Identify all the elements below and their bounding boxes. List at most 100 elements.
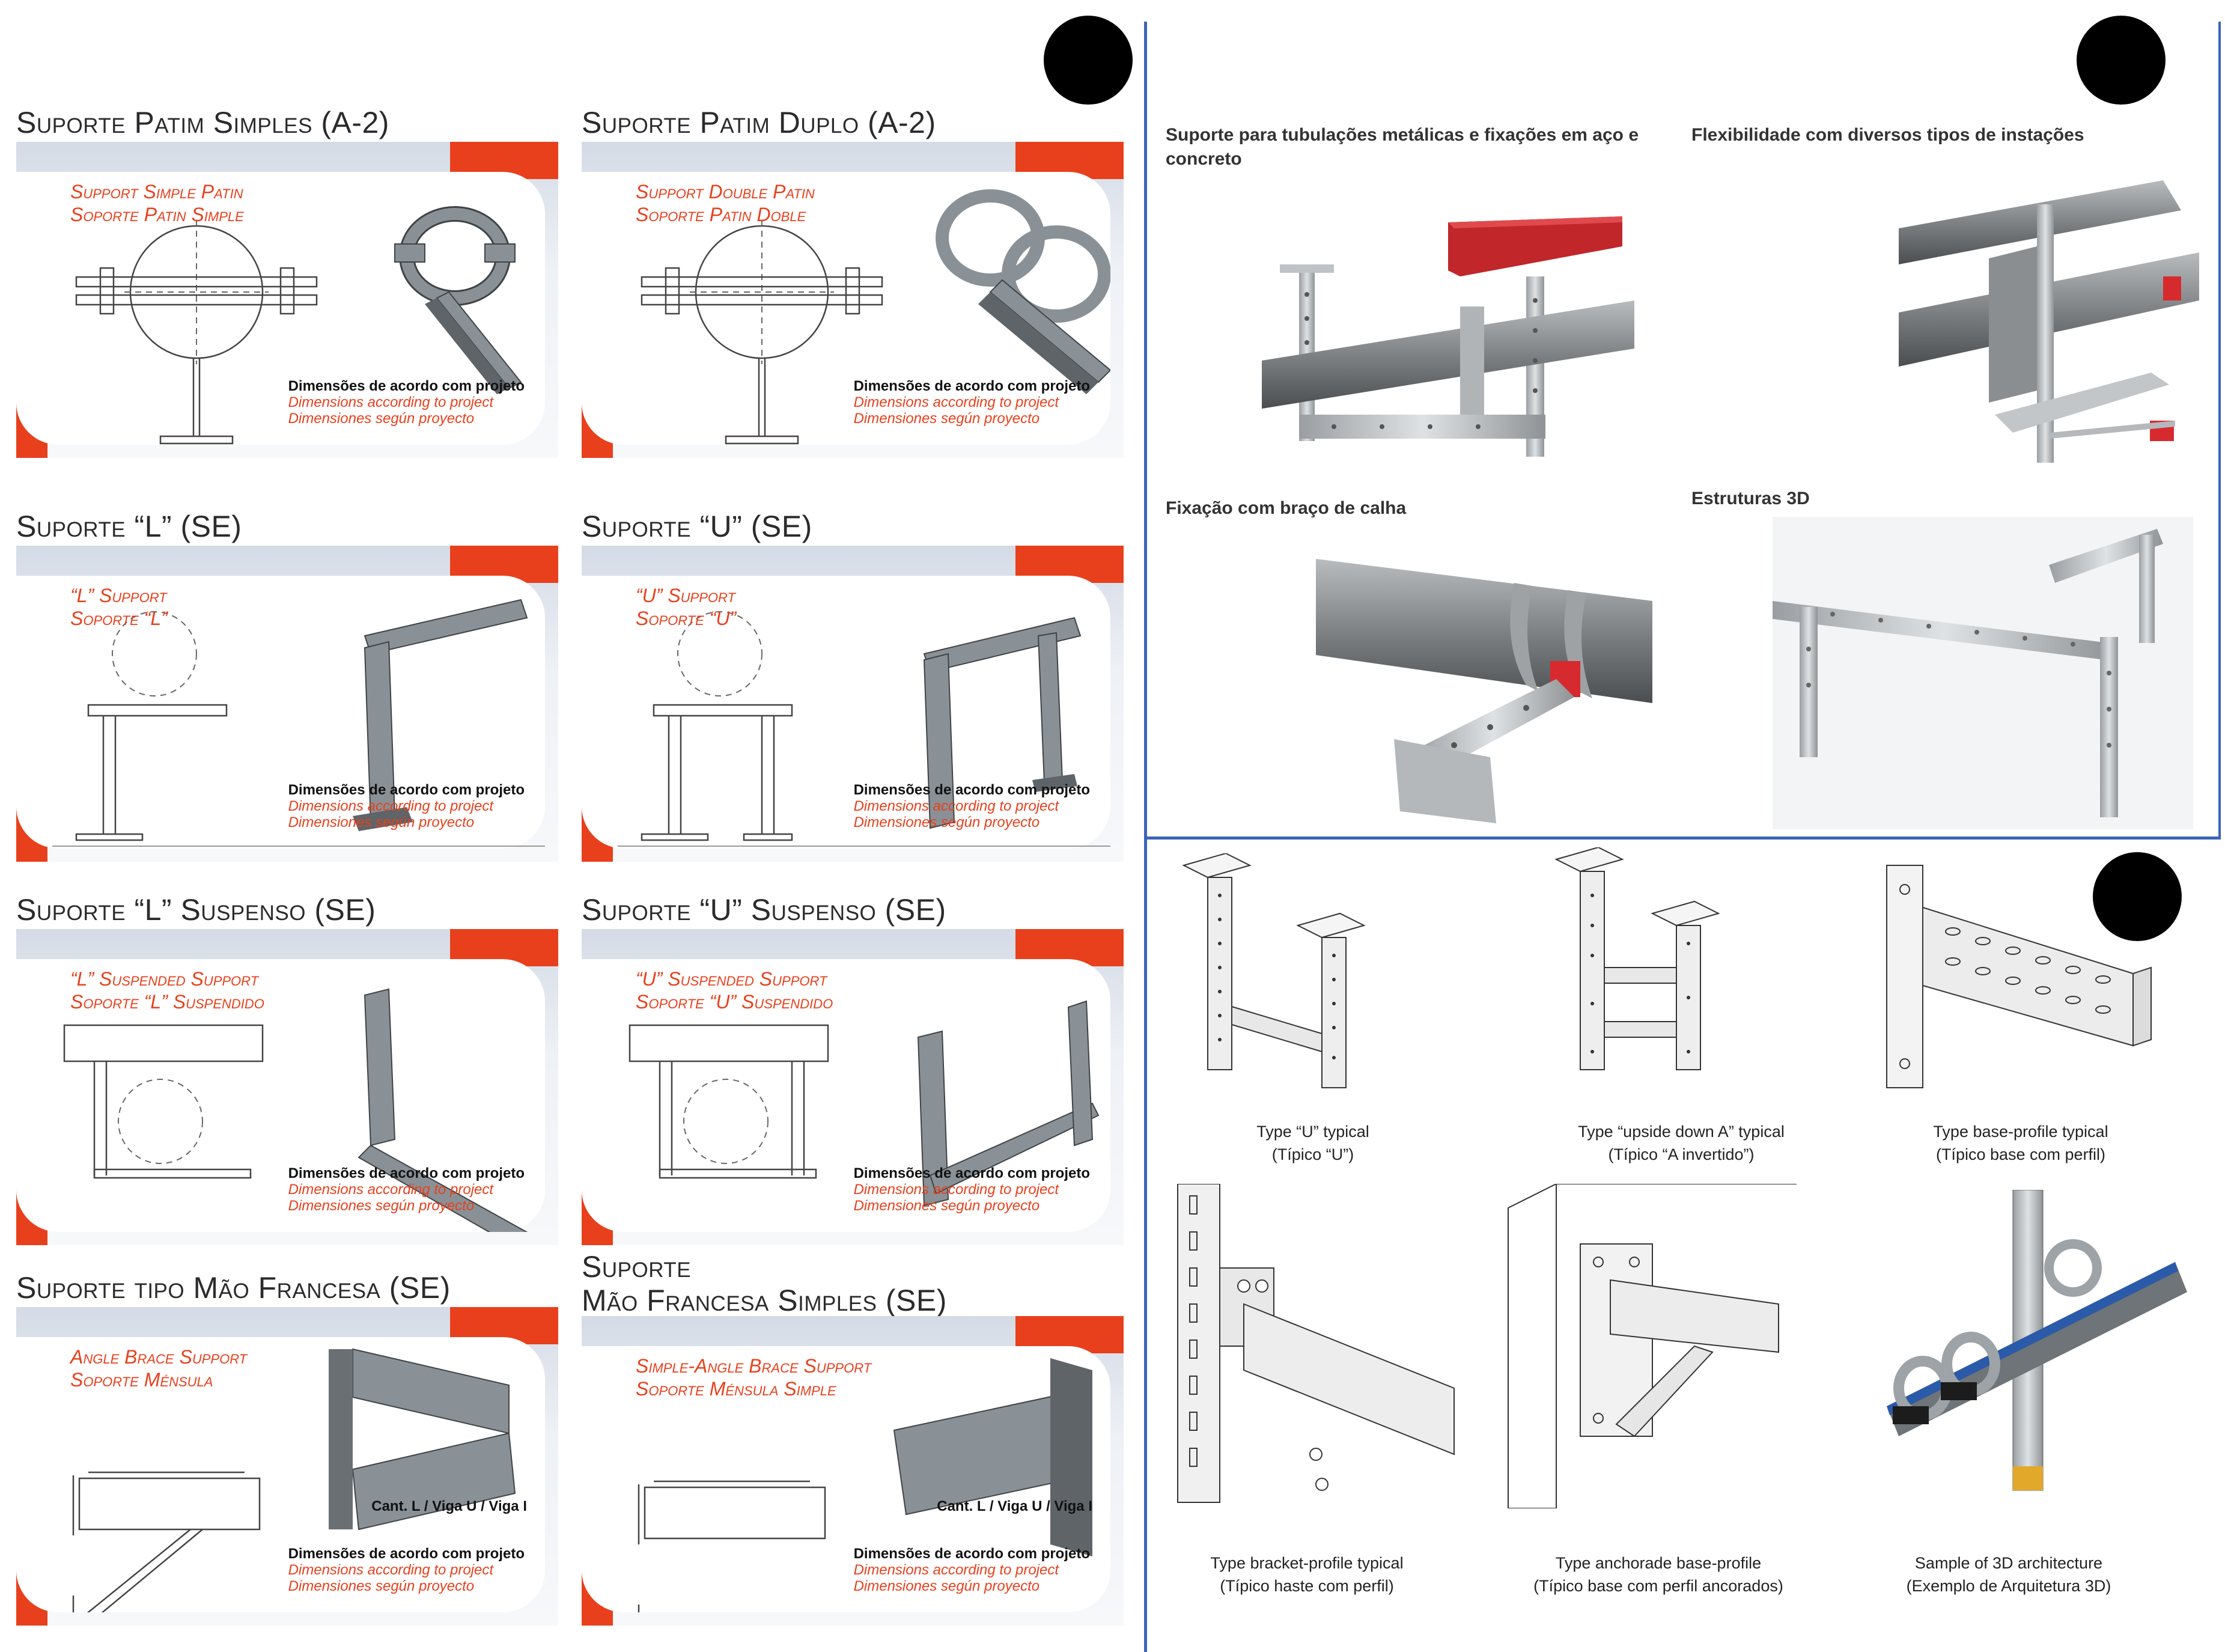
card-title-line: Suporte Patim Simples (A-2)	[16, 106, 389, 139]
dimensions-line: Dimensões de acordo com projeto	[853, 1165, 1090, 1181]
subtitle-english: Support Simple Patin	[70, 181, 243, 203]
dimensions-line: Dimensiones según proyecto	[853, 410, 1040, 427]
subtitle-english: “U” Support	[636, 585, 735, 606]
support-card: Suporte Patim Duplo (A-2) Support Double…	[582, 106, 1124, 458]
dimensions-line: Dimensões de acordo com projeto	[288, 1546, 525, 1562]
support-card: Suporte “L” Suspenso (SE) “L” Suspended …	[16, 893, 558, 1245]
card-title: Suporte “U” (SE)	[582, 510, 812, 543]
subtitle-english: “U” Suspended Support	[636, 968, 827, 990]
subtitle-spanish: Soporte Ménsula Simple	[636, 1378, 836, 1400]
caption-english: Type “U” typical	[1256, 1123, 1369, 1141]
subtitle-spanish: Soporte “L”	[70, 608, 168, 629]
caption-portuguese: (Típico “U”)	[1271, 1145, 1354, 1163]
caption-pipe-support: Suporte para tubulações metálicas e fixa…	[1166, 125, 1639, 169]
caption-english: Sample of 3D architecture	[1914, 1554, 2103, 1572]
caption-portuguese: (Típico haste com perfil)	[1220, 1577, 1394, 1595]
frame-with-beam-illustration	[1262, 216, 1634, 457]
multi-pipe-illustration	[1899, 180, 2199, 463]
dimensions-line: Dimensões de acordo com projeto	[853, 1546, 1090, 1562]
caption-3d-structures: Estruturas 3D	[1691, 489, 1810, 508]
gutter-arm-illustration	[1316, 559, 1652, 823]
subtitle-english: Simple-Angle Brace Support	[636, 1355, 872, 1377]
card-title-line: Mão Francesa Simples (SE)	[582, 1284, 947, 1317]
dimensions-line: Dimensiones según proyecto	[853, 1198, 1040, 1214]
card-title: Suporte Patim Simples (A-2)	[16, 106, 389, 139]
caption-english: Type anchorade base-profile	[1555, 1554, 1762, 1572]
horizontal-divider	[1147, 837, 2221, 840]
subtitle-english: Angle Brace Support	[70, 1346, 248, 1368]
support-drawing	[641, 189, 1110, 445]
dimensions-line: Dimensões de acordo com projeto	[853, 378, 1090, 394]
card-title-line: Suporte “U” (SE)	[582, 510, 812, 543]
dimensions-line: Dimensiones según proyecto	[288, 410, 475, 427]
support-card: Suporte “U” Suspenso (SE) “U” Suspended …	[582, 893, 1124, 1245]
marker-dot-left	[1044, 16, 1133, 105]
subtitle-english: Support Double Patin	[636, 181, 815, 203]
caption-english: Type base-profile typical	[1933, 1123, 2108, 1141]
dimensions-line: Dimensions according to project	[288, 394, 494, 410]
right-edge-line	[2218, 22, 2221, 839]
subtitle-spanish: Soporte “U”	[636, 608, 737, 629]
support-type-caption: Type “upside down A” typical (Típico “A i…	[1525, 1120, 1837, 1166]
support-drawing	[638, 1358, 1092, 1612]
subtitle-spanish: Soporte “U” Suspendido	[636, 991, 833, 1013]
subtitle-spanish: Soporte Patin Simple	[70, 204, 244, 225]
card-title-line: Suporte	[582, 1250, 692, 1284]
support-type-caption: Type anchorade base-profile(Típico base …	[1502, 1552, 1815, 1597]
card-title-line: Suporte Patim Duplo (A-2)	[582, 106, 936, 139]
subtitle-spanish: Soporte “L” Suspendido	[70, 991, 264, 1013]
dimensions-line: Dimensions according to project	[288, 1562, 494, 1578]
card-title-line: Suporte “U” Suspenso (SE)	[582, 893, 946, 927]
subtitle-spanish: Soporte Ménsula	[70, 1369, 213, 1391]
dimensions-line: Dimensiones según proyecto	[853, 814, 1040, 831]
caption-portuguese: (Exemplo de Arquitetura 3D)	[1906, 1577, 2111, 1595]
support-drawing	[72, 1348, 516, 1612]
caption-portuguese: (Típico “A invertido”)	[1608, 1145, 1755, 1163]
support-drawing	[63, 988, 528, 1232]
caption-english: Type “upside down A” typical	[1578, 1123, 1785, 1141]
type-upside-down-a-illustration	[1554, 847, 1720, 1070]
dimensions-line: Dimensiones según proyecto	[853, 1578, 1040, 1594]
card-title: Suporte “L” Suspenso (SE)	[16, 893, 376, 927]
dimensions-line: Dimensions according to project	[288, 798, 494, 814]
dimensions-line: Dimensiones según proyecto	[288, 814, 475, 831]
dimensions-line: Dimensões de acordo com projeto	[288, 782, 525, 798]
caption-english: Type bracket-profile typical	[1210, 1554, 1404, 1572]
support-drawing	[618, 611, 1110, 847]
card-title-line: Suporte “L” (SE)	[16, 510, 242, 543]
dimensions-line: Dimensions according to project	[853, 394, 1059, 410]
subtitle-spanish: Soporte Patin Doble	[636, 204, 806, 225]
dimensions-line: Dimensions according to project	[853, 1181, 1059, 1198]
support-card: Suporte tipo Mão Francesa (SE) Angle Bra…	[16, 1271, 558, 1626]
dimensions-line: Dimensões de acordo com projeto	[853, 782, 1090, 798]
type-bracket-profile-illustration	[1177, 1184, 1455, 1503]
support-drawing	[75, 206, 522, 445]
dimensions-line: Dimensions according to project	[853, 798, 1059, 814]
marker-dot-right-top	[2077, 16, 2166, 105]
